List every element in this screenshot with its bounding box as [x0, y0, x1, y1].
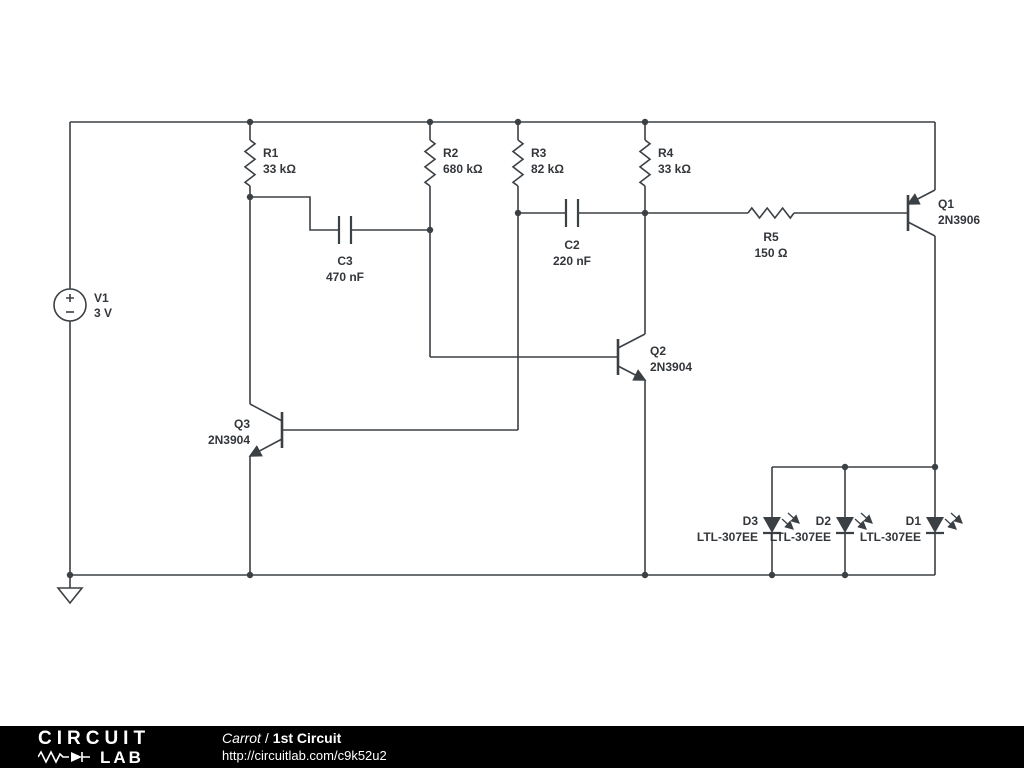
- circuit-title: 1st Circuit: [272, 730, 342, 747]
- q3-collector: [249, 403, 283, 422]
- r2-symbol: [424, 139, 436, 187]
- ground-symbol[interactable]: [56, 575, 84, 605]
- r1-ref-label: R1: [263, 146, 279, 160]
- q1-value-label: 2N3906: [938, 213, 980, 227]
- junction-dot: [514, 118, 522, 126]
- c3-value-label: 470 nF: [326, 270, 364, 284]
- r2-value-label: 680 kΩ: [443, 162, 483, 176]
- d3-light-ray: [787, 512, 800, 524]
- component-v1-voltage-source[interactable]: V1 3 V: [53, 288, 112, 322]
- logo-lab-text: LAB: [100, 747, 144, 767]
- junction-dot: [426, 118, 434, 126]
- junction-dot: [931, 463, 939, 471]
- c2-ref-label: C2: [564, 238, 580, 252]
- r3-symbol: [512, 139, 524, 187]
- component-d3-led[interactable]: D3 LTL-307EE: [697, 512, 800, 544]
- d2-diode-triangle: [836, 517, 854, 533]
- q2-emitter: [617, 365, 647, 381]
- component-r3-resistor[interactable]: R3 82 kΩ: [512, 139, 564, 187]
- d2-ref-label: D2: [816, 514, 832, 528]
- junction-dot: [514, 209, 522, 217]
- r3-value-label: 82 kΩ: [531, 162, 564, 176]
- circuit-title-line: Carrot/1st Circuit: [222, 730, 387, 748]
- junction-dot: [641, 571, 649, 579]
- component-c3-capacitor[interactable]: C3 470 nF: [326, 216, 364, 284]
- d1-diode-triangle: [926, 517, 944, 533]
- wire: [250, 196, 430, 231]
- c3-ref-label: C3: [337, 254, 353, 268]
- footer-meta: Carrot/1st Circuit http://circuitlab.com…: [222, 730, 387, 764]
- component-d2-led[interactable]: D2 LTL-307EE: [770, 512, 873, 544]
- r4-symbol: [639, 139, 651, 187]
- q2-ref-label: Q2: [650, 344, 666, 358]
- q3-emitter: [248, 438, 283, 457]
- c2-value-label: 220 nF: [553, 254, 591, 268]
- logo-resistor-diode-icon: [38, 750, 90, 764]
- r2-ref-label: R2: [443, 146, 459, 160]
- component-r2-resistor[interactable]: R2 680 kΩ: [424, 139, 483, 187]
- r4-value-label: 33 kΩ: [658, 162, 691, 176]
- component-r4-resistor[interactable]: R4 33 kΩ: [639, 139, 691, 187]
- q3-value-label: 2N3904: [208, 433, 250, 447]
- junction-dot: [768, 571, 776, 579]
- d1-value-label: LTL-307EE: [860, 530, 921, 544]
- r5-ref-label: R5: [763, 230, 779, 244]
- junction-dot: [641, 118, 649, 126]
- r5-value-label: 150 Ω: [755, 246, 788, 260]
- title-divider: /: [264, 730, 269, 747]
- junction-dot: [641, 209, 649, 217]
- q2-value-label: 2N3904: [650, 360, 692, 374]
- d3-ref-label: D3: [743, 514, 759, 528]
- circuit-author: Carrot: [222, 730, 261, 747]
- component-c2-capacitor[interactable]: C2 220 nF: [553, 199, 591, 268]
- c3-plates: [337, 216, 353, 244]
- q1-ref-label: Q1: [938, 197, 954, 211]
- d2-light-ray: [860, 512, 873, 524]
- component-r1-resistor[interactable]: R1 33 kΩ: [244, 139, 296, 187]
- d2-value-label: LTL-307EE: [770, 530, 831, 544]
- component-q1-pnp-transistor[interactable]: Q1 2N3906: [906, 189, 980, 237]
- schematic-canvas: V1 3 V R1 33 kΩ R2 680 kΩ R3 82 kΩ R4 33…: [53, 118, 980, 605]
- wires: [69, 121, 936, 576]
- footer-bar: CIRCUIT LAB Carrot/1st Circuit http://ci…: [0, 726, 1024, 768]
- junction-dot: [841, 463, 849, 471]
- junction-dots: [66, 118, 939, 579]
- r5-symbol: [747, 207, 795, 219]
- d1-light-ray: [950, 512, 963, 524]
- junction-dot: [841, 571, 849, 579]
- junction-dot: [426, 226, 434, 234]
- voltage-source-body: [53, 288, 87, 322]
- component-r5-resistor[interactable]: R5 150 Ω: [747, 207, 795, 260]
- component-d1-led[interactable]: D1 LTL-307EE: [860, 512, 963, 544]
- d2-light-ray: [854, 518, 867, 530]
- junction-dot: [246, 193, 254, 201]
- junction-dot: [246, 571, 254, 579]
- ground-triangle: [56, 587, 84, 605]
- q2-collector: [617, 333, 646, 349]
- v1-value-label: 3 V: [94, 306, 112, 320]
- q3-ref-label: Q3: [234, 417, 250, 431]
- d3-light-ray: [781, 518, 794, 530]
- r3-ref-label: R3: [531, 146, 547, 160]
- component-q3-npn-transistor[interactable]: Q3 2N3904: [208, 403, 284, 457]
- c2-plates: [564, 199, 580, 227]
- circuit-url[interactable]: http://circuitlab.com/c9k52u2: [222, 747, 387, 763]
- q1-emitter: [906, 189, 936, 205]
- plus-sign: [66, 294, 74, 302]
- v1-ref-label: V1: [94, 291, 109, 305]
- d3-diode-triangle: [763, 517, 781, 533]
- r1-symbol: [244, 139, 256, 187]
- d1-ref-label: D1: [906, 514, 922, 528]
- r1-value-label: 33 kΩ: [263, 162, 296, 176]
- logo-circuit-text: CIRCUIT: [38, 727, 151, 749]
- circuitlab-logo: CIRCUIT LAB: [38, 729, 188, 766]
- d1-light-ray: [944, 518, 957, 530]
- junction-dot: [246, 118, 254, 126]
- q1-collector: [907, 221, 936, 237]
- r4-ref-label: R4: [658, 146, 674, 160]
- d3-value-label: LTL-307EE: [697, 530, 758, 544]
- component-q2-npn-transistor[interactable]: Q2 2N3904: [616, 333, 692, 381]
